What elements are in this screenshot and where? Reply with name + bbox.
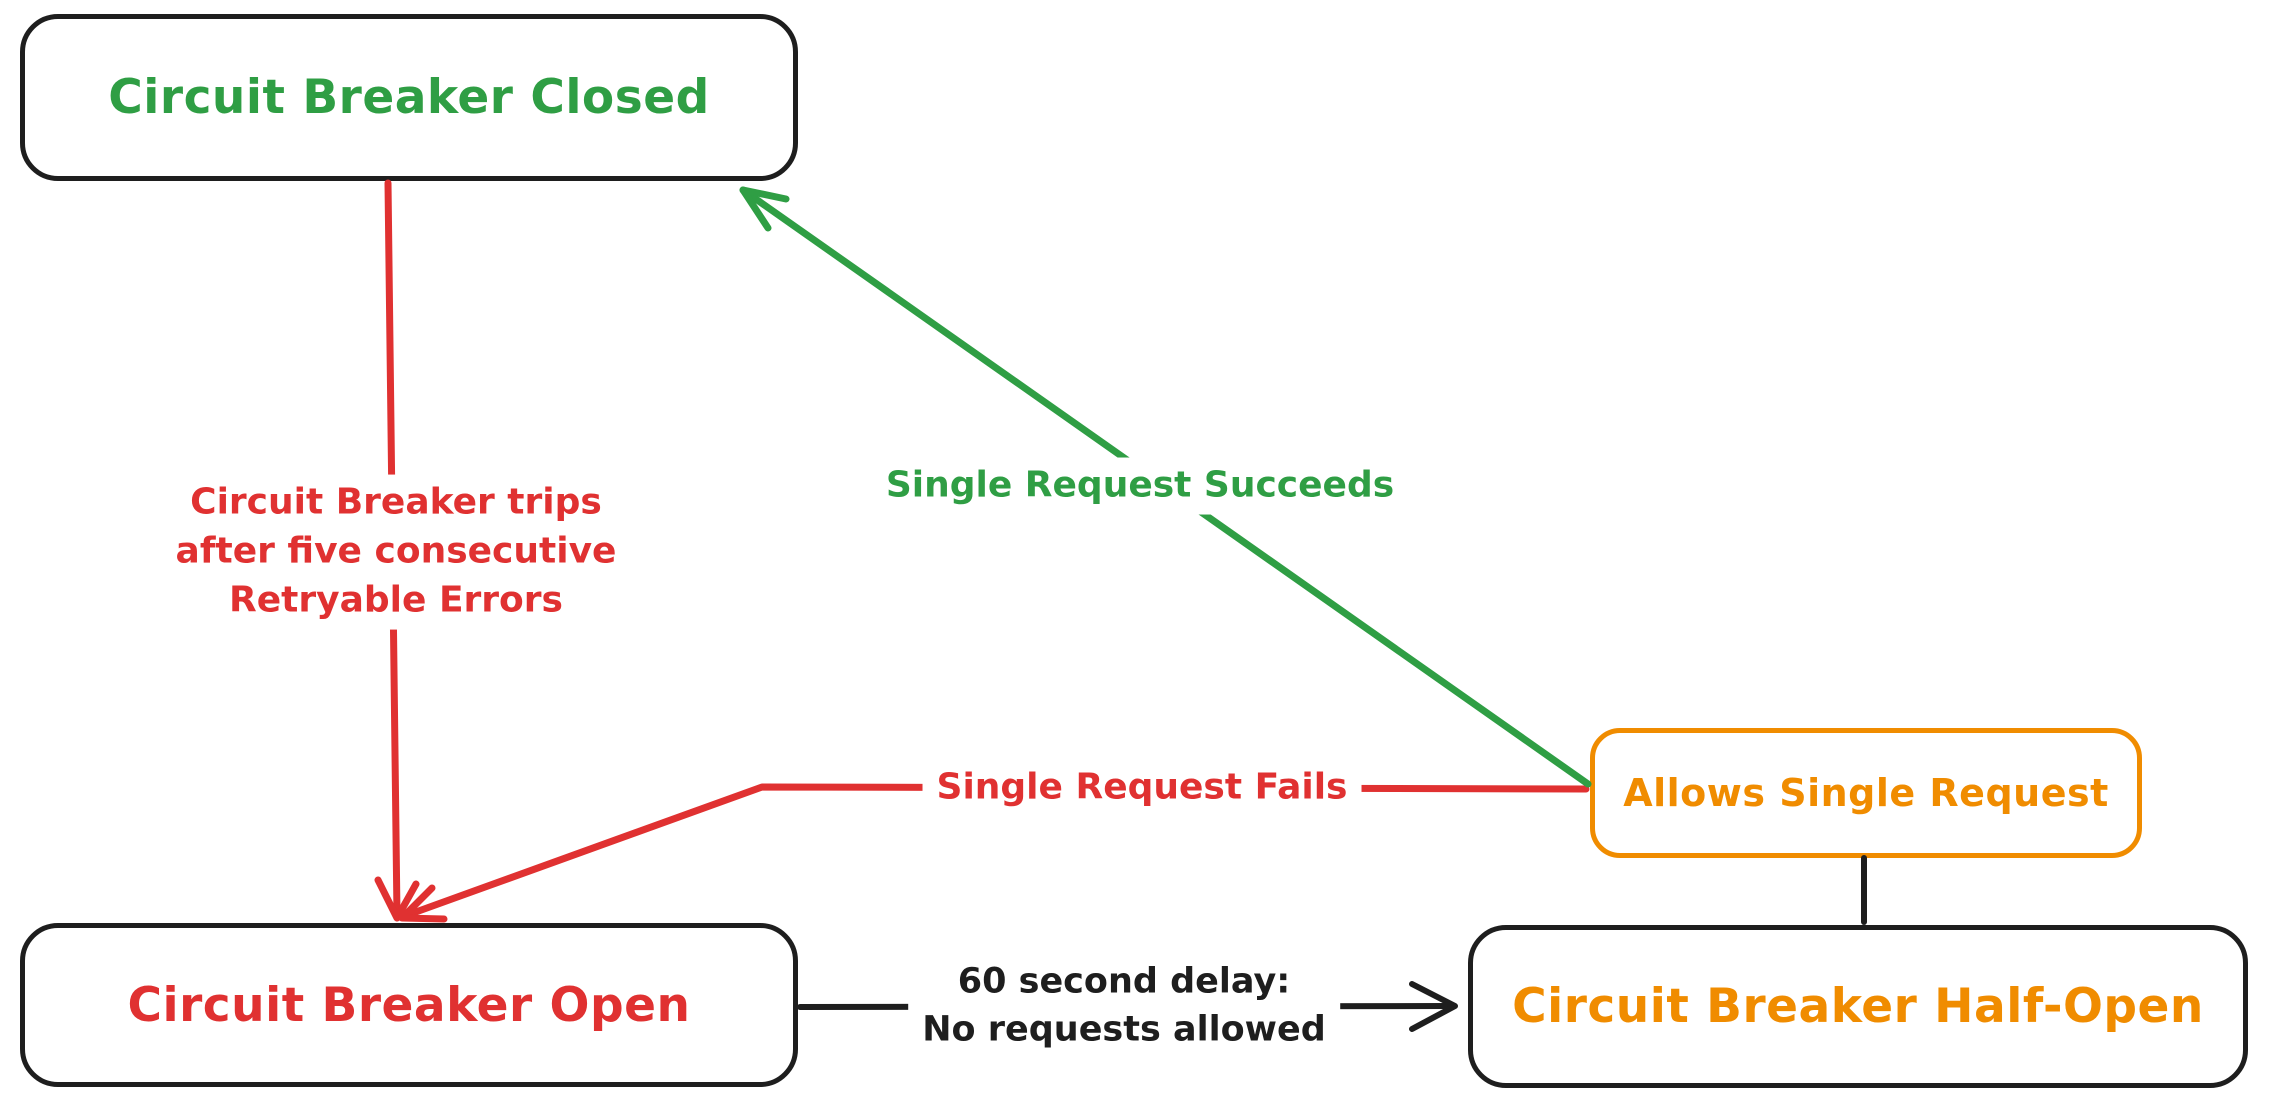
edge-single-request-fails-label: Single Request Fails: [922, 759, 1362, 817]
edge-delay-label: 60 second delay: No requests allowed: [908, 954, 1340, 1058]
edge-trip-label: Circuit Breaker trips after five consecu…: [161, 474, 631, 630]
node-allows-single-request: Allows Single Request: [1590, 728, 2142, 858]
edge-delay-label-line-2: No requests allowed: [922, 1009, 1326, 1049]
node-circuit-breaker-open: Circuit Breaker Open: [20, 923, 798, 1087]
edge-delay-arrowhead-icon: [1409, 981, 1458, 1032]
node-circuit-breaker-closed: Circuit Breaker Closed: [20, 14, 798, 181]
edge-trip-arrowhead-icon: [374, 876, 420, 922]
node-allows-single-request-label: Allows Single Request: [1623, 771, 2109, 815]
edge-single-request-fails-arrowhead-icon: [398, 884, 448, 923]
edge-single-request-succeeds-arrowhead-icon: [739, 186, 790, 232]
node-circuit-breaker-open-label: Circuit Breaker Open: [127, 977, 691, 1033]
edge-trip-label-line-3: Retryable Errors: [229, 579, 563, 621]
node-circuit-breaker-half-open-label: Circuit Breaker Half-Open: [1512, 979, 2204, 1034]
node-circuit-breaker-closed-label: Circuit Breaker Closed: [108, 70, 710, 125]
edge-single-request-succeeds-label: Single Request Succeeds: [871, 457, 1409, 515]
node-circuit-breaker-half-open: Circuit Breaker Half-Open: [1468, 925, 2248, 1088]
edge-trip-label-line-1: Circuit Breaker trips: [190, 481, 602, 523]
edge-delay-label-line-1: 60 second delay:: [957, 961, 1291, 1002]
edge-trip-label-line-2: after five consecutive: [175, 530, 617, 572]
